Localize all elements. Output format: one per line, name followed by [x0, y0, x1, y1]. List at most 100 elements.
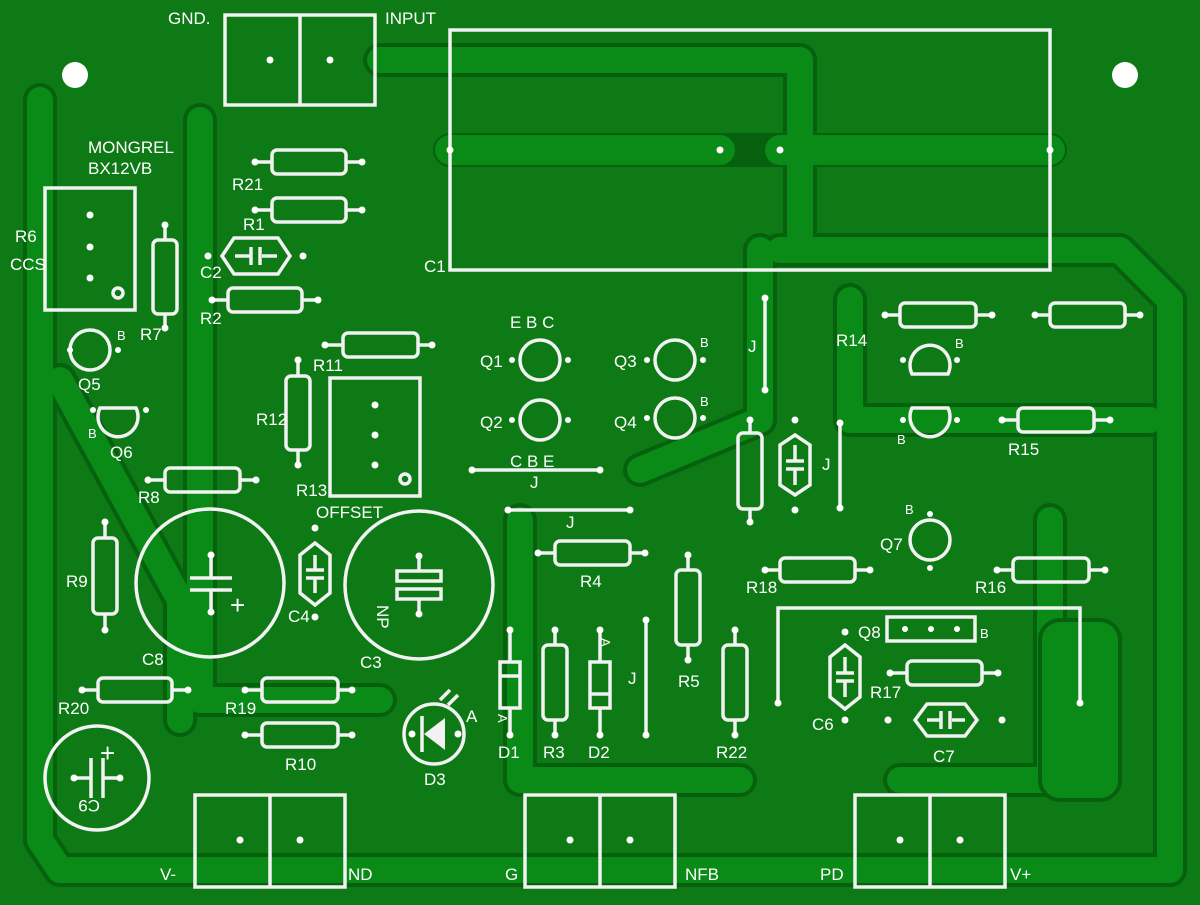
trimmer-r6-ccs — [43, 186, 137, 312]
resistor-r15 — [998, 406, 1114, 434]
label-r15: R15 — [1008, 440, 1039, 459]
capacitor-c8 — [134, 507, 286, 659]
label-r20: R20 — [58, 699, 89, 718]
label-q7-base: B — [905, 502, 914, 517]
label-r3: R3 — [543, 743, 565, 762]
label-d1-anode: A — [495, 714, 510, 723]
resistor-r2 — [208, 286, 322, 314]
label-c9: C9 — [78, 796, 100, 815]
label-r8: R8 — [138, 488, 160, 507]
jumper-wires — [468, 294, 844, 739]
label-right-lower-base: B — [897, 432, 906, 447]
label-c8: C8 — [142, 650, 164, 669]
label-j5: J — [628, 669, 637, 688]
label-d2-anode: A — [598, 638, 613, 647]
label-r19: R19 — [225, 699, 256, 718]
label-q7: Q7 — [880, 535, 903, 554]
resistor-r14b — [1031, 301, 1144, 329]
label-c4: C4 — [288, 607, 310, 626]
resistor-r5 — [674, 551, 702, 664]
label-r4: R4 — [580, 572, 602, 591]
mounting-hole-left — [62, 62, 88, 88]
label-r16: R16 — [975, 578, 1006, 597]
label-r21: R21 — [232, 175, 263, 194]
label-q1-pins: E B C — [510, 313, 554, 332]
transistor-q2 — [509, 398, 571, 442]
label-r10: R10 — [285, 755, 316, 774]
capacitor-mid-vertical — [778, 416, 812, 514]
label-c3: C3 — [360, 653, 382, 672]
transistor-q8 — [885, 615, 977, 643]
label-j2: J — [566, 513, 575, 532]
heatsink-outline — [776, 606, 1082, 703]
label-j1: J — [530, 473, 539, 492]
capacitor-c7 — [884, 702, 1006, 738]
label-c6: C6 — [812, 715, 834, 734]
resistor-r8 — [144, 466, 260, 494]
capacitor-c6 — [828, 628, 862, 724]
label-q6: Q6 — [110, 443, 133, 462]
resistor-r9 — [91, 518, 119, 634]
label-d1: D1 — [498, 743, 520, 762]
connector-label-input: INPUT — [385, 9, 436, 28]
diode-d2 — [588, 626, 612, 739]
label-q1: Q1 — [480, 352, 503, 371]
label-r6: R6 — [15, 227, 37, 246]
resistor-mid-vertical — [736, 416, 764, 526]
label-r1: R1 — [243, 215, 265, 234]
input-terminal-block — [223, 13, 377, 107]
label-q8-base: B — [980, 626, 989, 641]
connector-label-v-minus: V- — [160, 865, 176, 884]
transistor-right-lower — [900, 406, 960, 439]
label-q8: Q8 — [858, 623, 881, 642]
resistor-r7 — [151, 221, 179, 332]
connector-label-gnd-in: GND. — [168, 9, 211, 28]
label-r18: R18 — [746, 578, 777, 597]
transistor-q5 — [67, 328, 121, 372]
transistor-q4 — [644, 396, 706, 440]
transistor-q6 — [90, 406, 149, 439]
resistor-r17 — [886, 659, 1002, 687]
diode-d1 — [498, 626, 522, 739]
resistor-r19 — [241, 676, 356, 704]
trimmer-r13-offset — [328, 376, 422, 498]
connector-label-pd: PD — [820, 865, 844, 884]
transistor-q3 — [644, 338, 706, 382]
label-r17: R17 — [870, 683, 901, 702]
power-terminal-left — [193, 793, 347, 889]
capacitor-c2 — [204, 236, 307, 276]
capacitor-c4 — [298, 524, 332, 621]
connector-label-gnd-power: ND — [348, 865, 373, 884]
board-model: BX12VB — [88, 159, 152, 178]
resistor-r4 — [534, 539, 649, 567]
label-c9-plus: + — [100, 738, 115, 768]
resistor-r20 — [78, 676, 192, 704]
resistor-r16 — [993, 556, 1109, 584]
label-q3: Q3 — [614, 352, 637, 371]
label-q3-base: B — [700, 335, 709, 350]
resistor-r12 — [284, 356, 312, 469]
label-q4: Q4 — [614, 413, 637, 432]
resistor-r10 — [241, 721, 356, 749]
connector-label-nfb: NFB — [685, 865, 719, 884]
feedback-terminal-middle — [523, 793, 677, 889]
label-r11: R11 — [313, 356, 343, 375]
label-c2: C2 — [200, 263, 222, 282]
label-q6-base: B — [88, 426, 97, 441]
copper-traces — [23, 43, 1187, 887]
resistor-r1 — [251, 196, 366, 224]
transistor-right-upper — [900, 343, 960, 376]
resistor-r14 — [881, 301, 996, 329]
capacitor-c3 — [343, 509, 495, 661]
label-q2-pins: C B E — [510, 452, 554, 471]
label-c1: C1 — [424, 257, 446, 276]
led-d3 — [402, 688, 466, 766]
connector-label-v-plus: V+ — [1010, 865, 1031, 884]
label-ccs: CCS — [10, 255, 46, 274]
power-terminal-right — [853, 793, 1007, 889]
resistor-r22 — [721, 626, 749, 739]
label-q4-base: B — [700, 394, 709, 409]
connector-label-g: G — [505, 865, 518, 884]
